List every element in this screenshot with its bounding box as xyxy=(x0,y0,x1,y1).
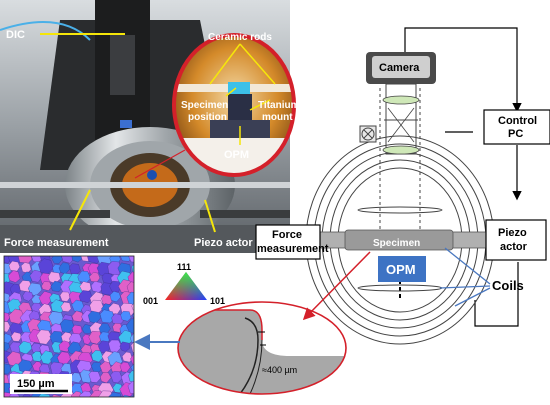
ebsd-grain xyxy=(31,351,43,362)
ebsd-grain xyxy=(8,260,20,272)
ebsd-grain xyxy=(71,299,85,312)
ebsd-grain xyxy=(88,371,101,383)
ebsd-grain xyxy=(36,329,53,345)
specimen-zoom-arrow xyxy=(302,251,371,321)
photo-inset-connector xyxy=(134,149,186,179)
ebsd-grain xyxy=(110,371,123,384)
ebsd-grain xyxy=(60,301,72,312)
ceramic-rods-label: Ceramic rods xyxy=(208,32,272,43)
ebsd-grain xyxy=(126,291,134,307)
ebsd-grain xyxy=(120,256,132,262)
ebsd-grain xyxy=(22,291,34,302)
ebsd-grain xyxy=(109,280,122,293)
ebsd-grain xyxy=(130,353,134,366)
specimen-detail: 380 µm 380 µm 584 µm ≈400 µm xyxy=(177,301,347,395)
ebsd-grain xyxy=(127,271,134,284)
ebsd-grain xyxy=(71,324,83,335)
ebsd-grain xyxy=(128,256,134,263)
titanium-mount-label: Titanium mount xyxy=(258,100,302,123)
legend-001-label: 001 xyxy=(143,296,158,306)
ebsd-grain xyxy=(128,370,134,383)
specimen-label: Specimen xyxy=(373,238,420,249)
ebsd-grain xyxy=(88,330,103,345)
ebsd-map: 150 µm xyxy=(3,255,135,398)
ebsd-grain xyxy=(122,351,133,363)
ebsd-grain xyxy=(79,390,93,397)
ebsd-grain xyxy=(130,363,134,373)
ebsd-grain xyxy=(98,390,113,397)
schematic: Camera Control PC Specimen Force measure… xyxy=(255,27,550,345)
ebsd-grain xyxy=(91,350,104,363)
ebsd-grain xyxy=(131,394,134,397)
scale-bar-label: 150 µm xyxy=(17,378,55,390)
ebsd-grain xyxy=(91,361,103,373)
specimen-inset: Ceramic rods Specimen position Titanium … xyxy=(172,32,302,177)
piezo-actor-label: Piezo actor xyxy=(498,227,530,253)
dic-label: DIC xyxy=(6,29,25,41)
ebsd-grain xyxy=(58,340,71,353)
ebsd-grain xyxy=(8,270,21,283)
photo-force-measurement-label: Force measurement xyxy=(4,237,109,249)
ebsd-grain xyxy=(131,303,134,311)
ebsd-grain xyxy=(126,281,134,296)
ebsd-grain xyxy=(4,321,11,333)
ebsd-grain xyxy=(130,333,134,343)
legend-101-label: 101 xyxy=(210,296,225,306)
control-pc-label: Control PC xyxy=(498,115,540,140)
ebsd-grain xyxy=(4,363,11,375)
ebsd-grain xyxy=(29,269,43,283)
ebsd-grain xyxy=(10,331,22,342)
ebsd-grain xyxy=(81,324,93,334)
ebsd-grain xyxy=(50,280,63,292)
ebsd-grain xyxy=(78,290,93,303)
force-measurement-label: Force measurement xyxy=(257,229,329,255)
ebsd-grain xyxy=(71,391,83,397)
ebsd-grain xyxy=(38,393,51,397)
ebsd-grain xyxy=(39,350,55,365)
ebsd-grain xyxy=(51,256,63,264)
ebsd-grain xyxy=(109,291,121,303)
inset-opm-label: OPM xyxy=(224,149,249,161)
camera-label: Camera xyxy=(379,62,420,74)
coils-label: Coils xyxy=(492,278,524,293)
ebsd-grain xyxy=(99,309,115,324)
schematic-opm-label: OPM xyxy=(386,262,416,277)
ebsd-grain xyxy=(130,341,134,353)
ebsd-grain xyxy=(4,312,10,322)
ebsd-grain xyxy=(59,291,71,302)
ebsd-grain xyxy=(122,394,131,397)
ebsd-grain xyxy=(127,380,134,394)
ebsd-grain xyxy=(71,256,83,263)
ebsd-grain xyxy=(120,311,132,322)
ebsd-grain xyxy=(108,391,122,397)
ebsd-grain xyxy=(119,341,131,352)
photo-piezo-actor-label: Piezo actor xyxy=(194,237,253,249)
ebsd-grain xyxy=(112,323,123,333)
ebsd-grain xyxy=(22,394,31,397)
ebsd-grain xyxy=(41,281,52,291)
dim-380-text: 380 µm xyxy=(266,324,296,334)
dim-400-text: ≈400 µm xyxy=(262,365,297,375)
legend-111-label: 111 xyxy=(177,262,191,272)
specimen-position-label: Specimen position xyxy=(181,100,231,123)
ipf-legend: 111 001 101 xyxy=(143,262,225,306)
ebsd-grain xyxy=(71,310,84,322)
ebsd-grain xyxy=(126,318,134,334)
ebsd-grain xyxy=(131,264,134,274)
dim-584-text: 584 µm xyxy=(268,339,298,349)
